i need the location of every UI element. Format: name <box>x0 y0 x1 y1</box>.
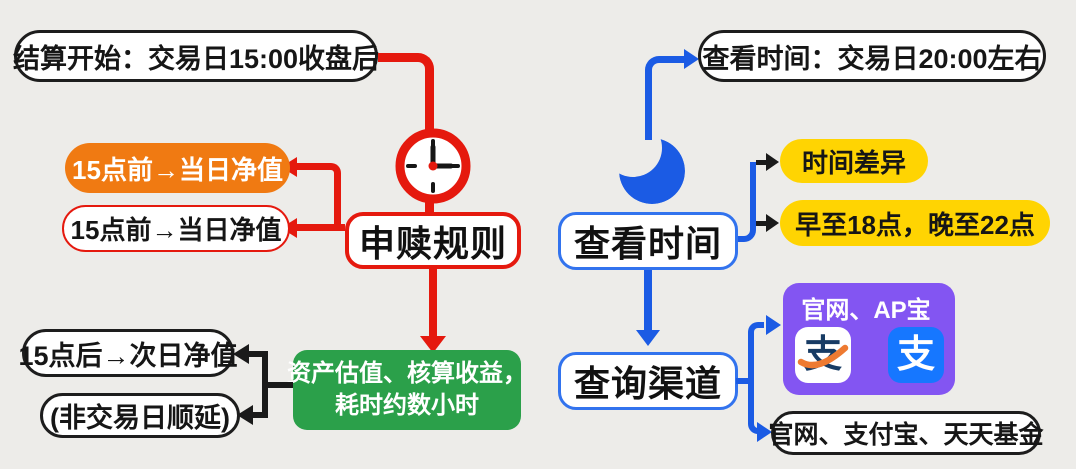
arrow-right-icon <box>766 214 779 232</box>
arrow-right-icon <box>766 153 779 171</box>
time-diff-pill: 时间差异 <box>780 139 928 183</box>
time-range-pill: 早至18点，晚至22点 <box>780 200 1050 246</box>
arrow-right-icon <box>684 49 699 69</box>
check-time-pill: 查看时间：交易日20:00左右 <box>698 30 1046 82</box>
settle-start-pill: 结算开始：交易日15:00收盘后 <box>14 30 378 82</box>
before15-highlight-pill: 15点前→当日净值 <box>65 143 290 193</box>
connector-valuation-lower <box>252 412 266 418</box>
before15-outline-pill: 15点前→当日净值 <box>62 205 290 252</box>
non-trading-pill: (非交易日顺延) <box>40 393 240 438</box>
view-time-node: 查看时间 <box>558 212 738 270</box>
arrow-down-icon <box>636 330 660 346</box>
connector-viewtime-to-checktime <box>645 56 687 140</box>
apps-box: 官网、AP宝 支 支 <box>783 283 955 395</box>
redemption-rule-node: 申赎规则 <box>345 212 521 269</box>
alipay-legacy-icon: 支 <box>795 327 851 383</box>
query-channel-node: 查询渠道 <box>558 352 738 410</box>
connector-viewtime-to-channel <box>644 270 652 332</box>
valuation-line2: 耗时约数小时 <box>335 390 479 422</box>
alipay-swoosh-icon <box>795 327 851 383</box>
moon-icon <box>611 129 689 207</box>
valuation-box: 资产估值、核算收益， 耗时约数小时 <box>293 350 521 430</box>
arrow-right-icon <box>766 315 781 335</box>
channels-pill: 官网、支付宝、天天基金 <box>771 411 1041 455</box>
connector-yellow-lower-stub <box>756 221 766 226</box>
connector-channel-up <box>748 322 764 382</box>
connector-rule-to-before15-lower <box>296 224 345 231</box>
alipay-glyph: 支 <box>897 336 935 374</box>
connector-viewtime-to-yellow <box>738 162 756 242</box>
alipay-icon: 支 <box>888 327 944 383</box>
connector-rule-to-before15 <box>296 163 341 229</box>
connector-rule-to-valuation <box>429 269 437 339</box>
apps-box-label: 官网、AP宝 <box>783 290 949 325</box>
valuation-line1: 资产估值、核算收益， <box>287 358 527 390</box>
connector-yellow-upper-stub <box>756 160 766 165</box>
connector-valuation-upper <box>248 351 266 357</box>
after15-pill: 15点后→次日净值 <box>22 329 234 377</box>
connector-valuation-mid <box>262 382 293 388</box>
clock-icon <box>394 127 472 205</box>
